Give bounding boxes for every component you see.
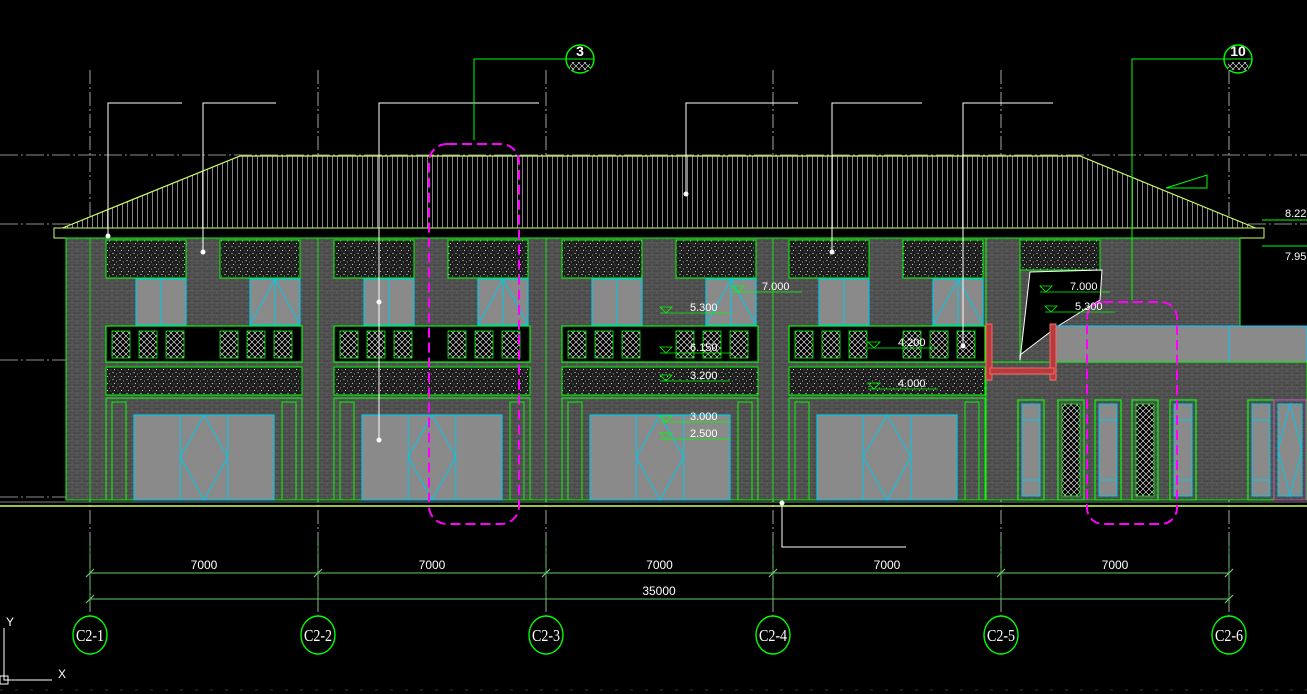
bay: [317, 238, 531, 502]
axis-bubble: C2-3: [528, 615, 564, 655]
ucs-y-label: Y: [6, 615, 14, 629]
bay: [89, 238, 303, 502]
roof-eave: [53, 227, 1265, 239]
axis-label: C2-3: [532, 626, 560, 645]
annex-railing: [985, 323, 993, 381]
detail-marker-number: 10: [1230, 43, 1246, 59]
axis-label: C2-4: [759, 626, 787, 645]
dimension-texts: 7000 7000 7000 7000 7000 35000: [85, 540, 1234, 606]
bay-dimension: 7000: [1102, 558, 1129, 572]
bay-dimension: 7000: [419, 558, 446, 572]
elevation-label: 5.300: [690, 302, 718, 314]
leader-dots: [105, 191, 966, 506]
axis-bubble: C2-6: [1211, 615, 1247, 655]
axis-label: C2-6: [1215, 626, 1243, 645]
ucs-x-label: X: [58, 667, 66, 681]
bay-dimension: 7000: [646, 558, 673, 572]
elevation-label: 3.200: [690, 370, 718, 382]
elevation-marker: 3.000: [659, 411, 730, 423]
bay: [772, 238, 986, 502]
dimension-lines: [90, 572, 1229, 600]
axis-label: C2-2: [304, 626, 332, 645]
axis-label: C2-5: [987, 626, 1015, 645]
annex-windows: [1017, 399, 1307, 501]
annex-window: [1131, 399, 1159, 501]
elevation-label: 5.300: [1075, 301, 1103, 313]
bay-dimension: 7000: [874, 558, 901, 572]
annex-window: [1017, 399, 1045, 501]
roof-edge-triangle: [1165, 174, 1208, 189]
ucs-icon: Y X: [0, 615, 66, 685]
detail-marker-number: 3: [576, 43, 584, 59]
elevation-marker: 4.000: [867, 378, 938, 390]
elevation-label: 7.000: [1070, 281, 1098, 293]
elevation-label: 2.500: [690, 428, 718, 440]
elevation-label: 4.200: [898, 337, 926, 349]
axis-bubble: C2-1: [72, 615, 108, 655]
elevation-marker: 4.200: [867, 337, 938, 349]
annex-window: [1094, 399, 1122, 501]
elevation-marker: 3.200: [659, 370, 730, 382]
elevation-marker: 7.000: [731, 281, 802, 293]
axis-label: C2-1: [76, 626, 104, 645]
elevation-marker: 5.300: [659, 302, 730, 314]
edge-elevation-label: 8.22: [1285, 208, 1306, 220]
edge-elevations: 8.22 7.95: [1262, 208, 1307, 263]
elevation-marker: 2.500: [659, 428, 730, 440]
elevation-markers: 5.300 6.150 3.200 3.000 2.500 7.000 4.200 4.000…: [659, 281, 1115, 440]
elevation-marker: 5.300: [1044, 301, 1115, 313]
roof: [59, 155, 1259, 230]
detail-marker-3: 3: [565, 43, 595, 74]
detail-marker-10: 10: [1223, 43, 1253, 74]
annex-window: [1169, 399, 1197, 501]
leader-lines: [107, 102, 1053, 548]
elevation-marker: 7.000: [1039, 281, 1110, 293]
bay: [545, 238, 759, 502]
detail-callout-3: [428, 143, 520, 525]
total-dimension: 35000: [642, 584, 676, 598]
elevation-label: 6.150: [690, 342, 718, 354]
axis-bubble: C2-2: [300, 615, 336, 655]
elevation-label: 4.000: [898, 378, 926, 390]
bays: [89, 238, 986, 502]
elevation-label: 7.000: [762, 281, 790, 293]
axis-bubble: C2-4: [755, 615, 791, 655]
bay-dimension: 7000: [191, 558, 218, 572]
elevation-label: 3.000: [690, 411, 718, 423]
elevation-marker: 6.150: [659, 342, 730, 354]
axis-bubble: C2-5: [983, 615, 1019, 655]
edge-elevation-label: 7.95: [1285, 251, 1306, 263]
annex-window: [1273, 399, 1307, 501]
annex-window: [1057, 399, 1085, 501]
axis-bubbles: C2-1 C2-2 C2-3 C2-4 C2-5 C2-6: [72, 615, 1247, 655]
